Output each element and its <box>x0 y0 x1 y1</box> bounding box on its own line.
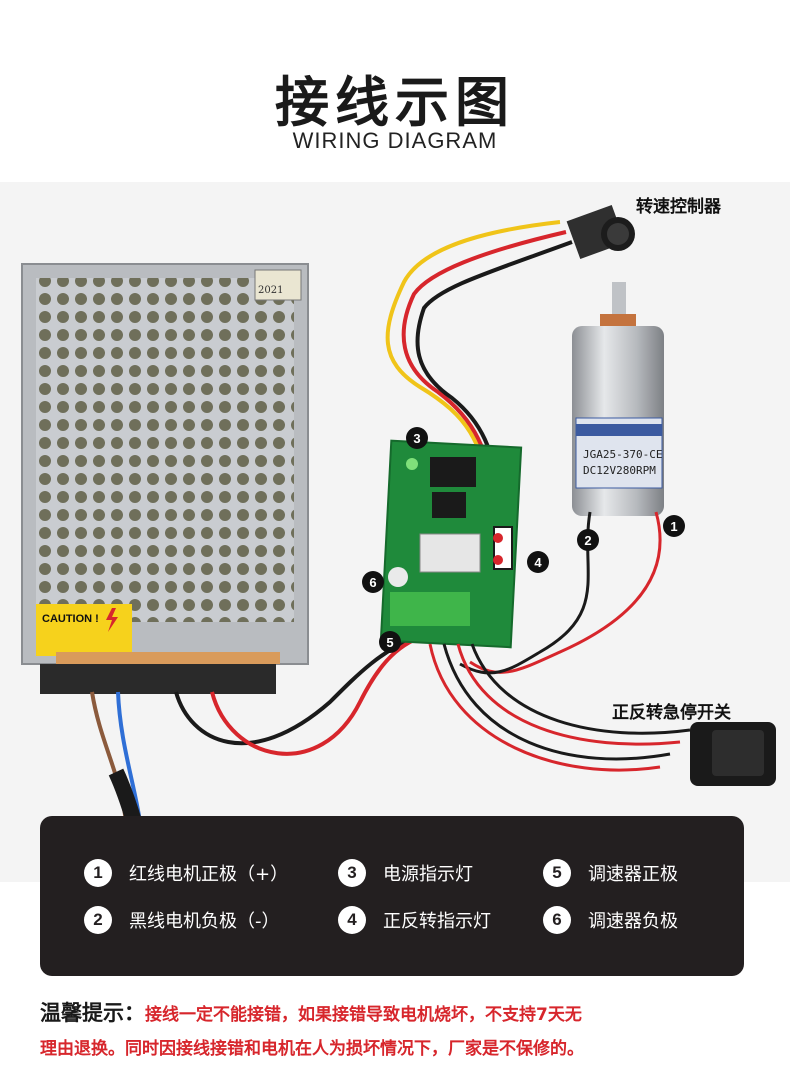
notice: 温馨提示：接线一定不能接错，如果接错导致电机烧坏，不支持7天无 理由退换。同时因… <box>40 996 760 1066</box>
page-title: 接线示图 <box>275 71 515 134</box>
power-supply: 2021 CAUTION ! <box>21 263 309 694</box>
rocker-switch <box>690 722 776 786</box>
legend-text: 调速器负极 <box>588 911 678 932</box>
marker-1: 1 <box>663 515 685 537</box>
notice-text-1: 接线一定不能接错，如果接错导致电机烧坏，不支持7天无 <box>145 1005 582 1025</box>
psu-stamp-year: 2021 <box>258 285 283 296</box>
switch-wires <box>428 643 691 772</box>
legend-item: 2 黑线电机负极（-） <box>84 905 280 935</box>
legend-text: 红线电机正极（+） <box>129 864 289 885</box>
legend-item: 3 电源指示灯 <box>338 858 473 888</box>
gear-motor: JGA25-370-CE DC12V280RPM <box>572 282 664 516</box>
marker-6: 6 <box>362 571 384 593</box>
legend-number: 5 <box>543 859 571 887</box>
svg-text:3: 3 <box>413 431 420 446</box>
legend-number: 6 <box>543 906 571 934</box>
notice-label: 温馨提示： <box>40 1001 145 1025</box>
legend-number: 1 <box>84 859 112 887</box>
legend-number: 2 <box>84 906 112 934</box>
motor-spec-text: DC12V280RPM <box>583 464 656 477</box>
caution-label <box>36 604 132 656</box>
legend-item: 6 调速器负极 <box>543 905 678 935</box>
callout-markers: 1 2 3 4 5 <box>362 427 685 653</box>
driver-board <box>379 439 523 649</box>
marker-4: 4 <box>527 551 549 573</box>
notice-line-1: 温馨提示：接线一定不能接错，如果接错导致电机烧坏，不支持7天无 <box>40 996 760 1032</box>
svg-text:6: 6 <box>369 575 376 590</box>
caution-text: CAUTION ! <box>42 613 99 625</box>
legend-text: 电源指示灯 <box>383 864 473 885</box>
motor-wires <box>459 511 662 675</box>
legend-text: 调速器正极 <box>588 864 678 885</box>
legend-item: 4 正反转指示灯 <box>338 905 491 935</box>
potentiometer-wires <box>385 220 573 501</box>
potentiometer <box>566 204 635 260</box>
legend-text: 正反转指示灯 <box>383 911 491 932</box>
svg-text:4: 4 <box>534 555 542 570</box>
wiring-illustration: 2021 CAUTION ! 转速控制器 <box>21 196 776 882</box>
motor-model-text: JGA25-370-CE <box>583 448 662 461</box>
notice-line-2: 理由退换。同时因接线接错和电机在人为损坏情况下，厂家是不保修的。 <box>40 1032 760 1066</box>
legend-number: 3 <box>338 859 366 887</box>
svg-text:5: 5 <box>386 635 393 650</box>
marker-5: 5 <box>379 631 401 653</box>
legend-item: 1 红线电机正极（+） <box>84 858 288 888</box>
legend-panel: 1 红线电机正极（+） 3 电源指示灯 5 调速器正极 2 黑线电机负极（-） … <box>40 816 744 976</box>
svg-text:2: 2 <box>584 533 591 548</box>
marker-2: 2 <box>577 529 599 551</box>
wiring-photo: 2021 CAUTION ! 转速控制器 <box>0 182 790 882</box>
legend-item: 5 调速器正极 <box>543 858 678 888</box>
hazard-icon <box>106 608 118 632</box>
legend-text: 黑线电机负极（-） <box>129 911 280 932</box>
switch-label: 正反转急停开关 <box>612 702 731 723</box>
svg-text:1: 1 <box>670 519 677 534</box>
legend-number: 4 <box>338 906 366 934</box>
speed-controller-label: 转速控制器 <box>636 196 722 217</box>
marker-3: 3 <box>406 427 428 449</box>
page-subtitle: WIRING DIAGRAM <box>292 128 498 153</box>
notice-text-2: 理由退换。同时因接线接错和电机在人为损坏情况下，厂家是不保修的。 <box>40 1039 584 1059</box>
